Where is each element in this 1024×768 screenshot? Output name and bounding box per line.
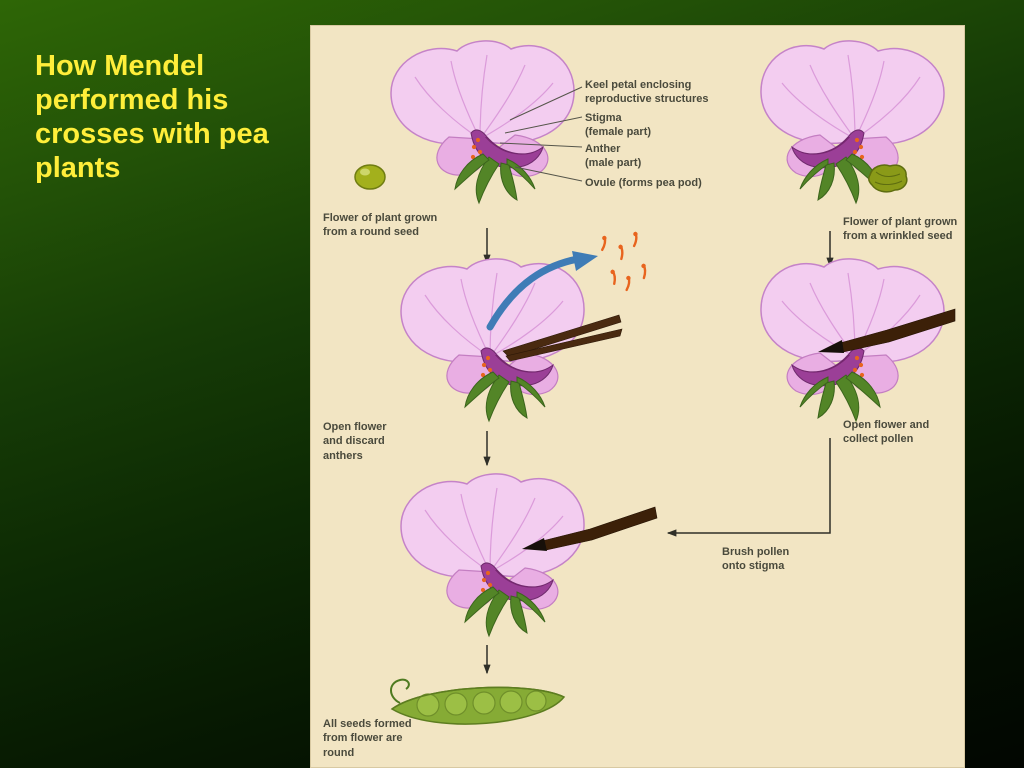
caption-brush-pollen: Brush pollen onto stigma xyxy=(722,546,790,573)
label-leader-lines xyxy=(499,86,583,182)
caption-discard-anthers: Open flower and discard anthers xyxy=(323,421,387,462)
caption-wrinkled-seed-flower: Flower of plant grown from a wrinkled se… xyxy=(843,216,958,243)
paintbrush-collect-illustration xyxy=(818,308,956,353)
pea-pod-illustration xyxy=(390,678,566,725)
label-anther: Anther (male part) xyxy=(585,143,642,170)
discarded-anthers-illustration xyxy=(599,230,648,292)
pea-flower-round-illustration xyxy=(390,40,575,204)
pea-flower-pollinated-illustration xyxy=(400,473,585,637)
brush-pollen-arrow xyxy=(666,438,831,537)
caption-all-seeds-round: All seeds formed from flower are round xyxy=(323,718,412,759)
forceps-illustration xyxy=(502,314,623,362)
label-keel-petal: Keel petal enclosing reproductive struct… xyxy=(585,79,709,106)
diagram-panel: Keel petal enclosing reproductive struct… xyxy=(310,25,965,768)
slide-title: How Mendel performed his crosses with pe… xyxy=(35,50,269,184)
discard-anthers-arrow xyxy=(486,251,598,331)
label-ovule: Ovule (forms pea pod) xyxy=(585,177,702,189)
label-stigma: Stigma (female part) xyxy=(585,112,652,139)
pea-flower-wrinkled-illustration xyxy=(760,40,945,204)
caption-collect-pollen: Open flower and collect pollen xyxy=(843,419,930,446)
wrinkled-seed-illustration xyxy=(867,164,908,193)
diagram-artwork xyxy=(354,40,956,725)
caption-round-seed-flower: Flower of plant grown from a round seed xyxy=(323,212,438,239)
paintbrush-pollinate-illustration xyxy=(522,506,658,551)
round-seed-illustration xyxy=(354,164,386,190)
